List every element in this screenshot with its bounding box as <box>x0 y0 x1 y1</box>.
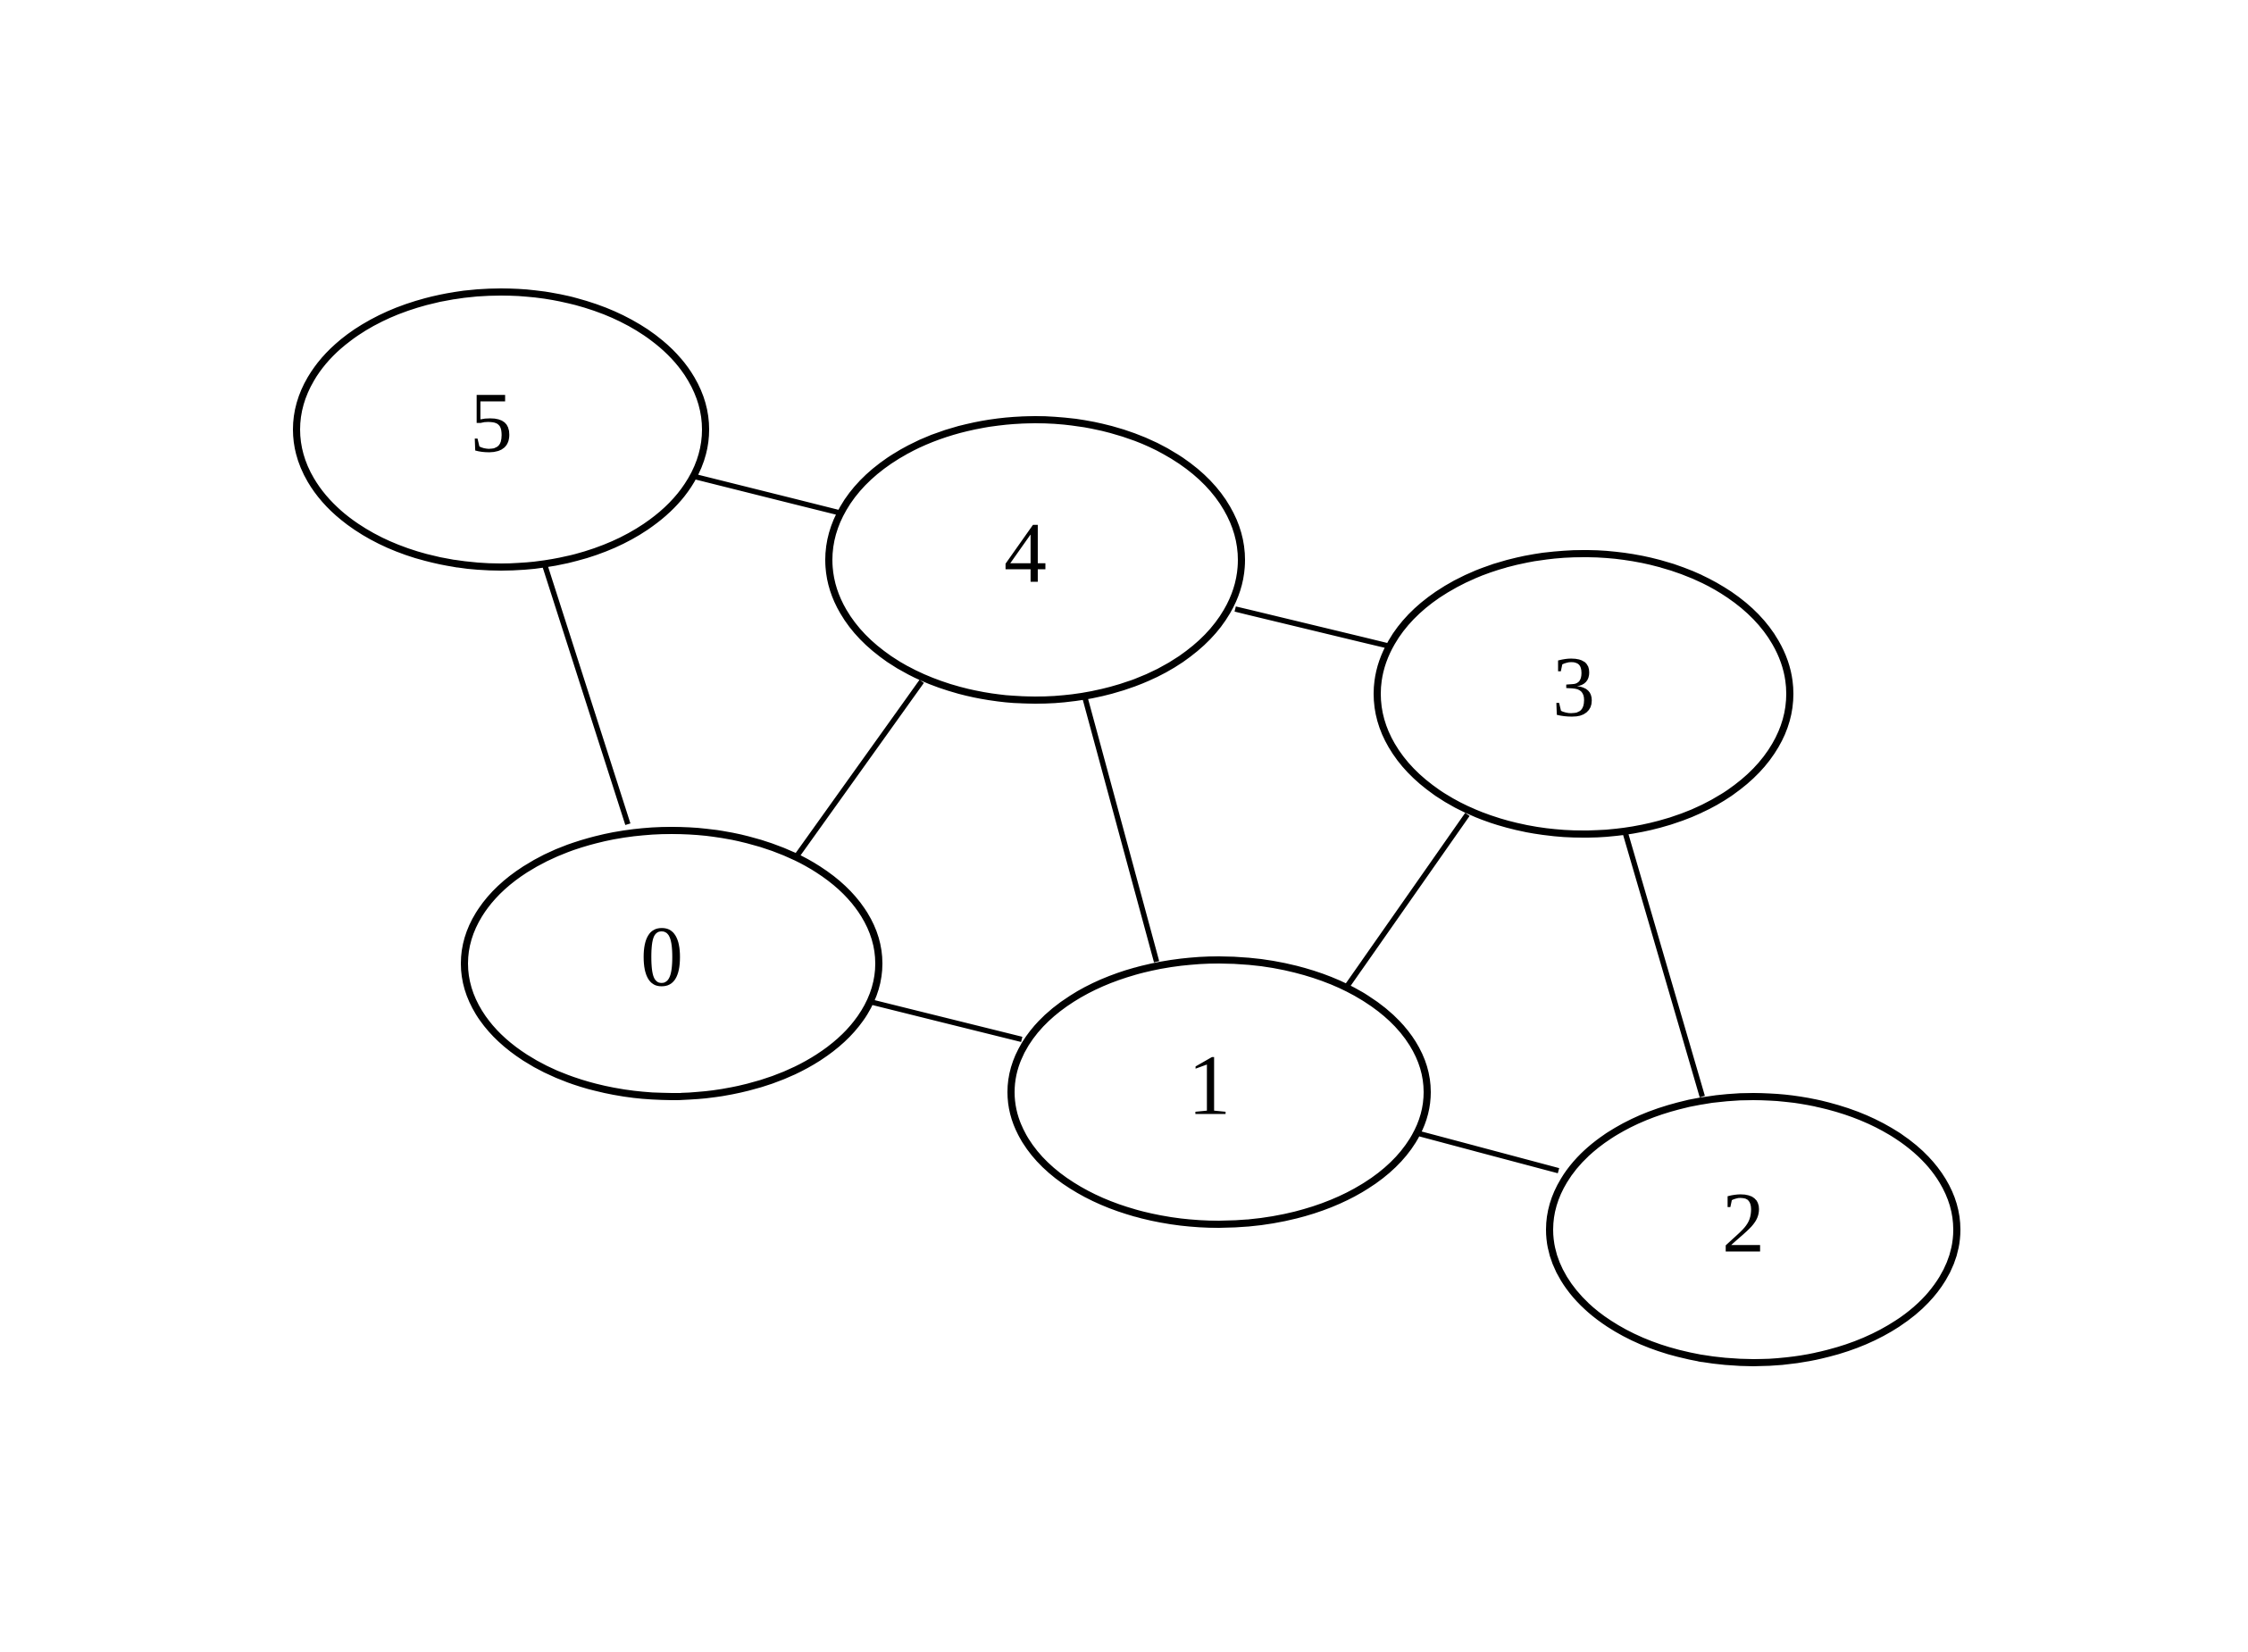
graph-edge-0-1 <box>863 997 1023 1042</box>
nodes-layer: 0 1 2 3 4 5 <box>293 288 1960 1366</box>
node-ellipse-2[interactable] <box>1546 1093 1960 1366</box>
graph-edge-4-3 <box>1234 606 1388 648</box>
graph-node-3[interactable]: 3 <box>1374 550 1793 838</box>
graph-edge-5-0 <box>542 564 631 825</box>
node-label-2: 2 <box>1722 1175 1765 1271</box>
graph-edge-5-4 <box>691 473 843 516</box>
graph-node-2[interactable]: 2 <box>1546 1093 1960 1366</box>
graph-edge-3-1 <box>1340 813 1470 995</box>
node-label-4: 4 <box>1004 505 1047 601</box>
node-ellipse-5[interactable] <box>293 288 709 571</box>
graph-node-1[interactable]: 1 <box>1007 956 1431 1228</box>
node-ellipse-1[interactable] <box>1007 956 1431 1228</box>
graph-edge-3-2 <box>1622 830 1705 1097</box>
node-label-1: 1 <box>1188 1038 1231 1133</box>
graph-node-0[interactable]: 0 <box>461 827 882 1100</box>
node-label-5: 5 <box>470 375 513 471</box>
graph-node-5[interactable]: 5 <box>293 288 709 571</box>
edges-layer <box>542 473 1705 1173</box>
node-ellipse-4[interactable] <box>825 416 1245 704</box>
graph-edge-4-1 <box>1082 697 1159 963</box>
graph-edge-1-2 <box>1407 1128 1559 1173</box>
node-ellipse-3[interactable] <box>1374 550 1793 838</box>
graph-node-4[interactable]: 4 <box>825 416 1245 704</box>
node-label-0: 0 <box>640 909 683 1005</box>
node-label-3: 3 <box>1552 639 1595 735</box>
node-ellipse-0[interactable] <box>461 827 882 1100</box>
graph-edge-4-0 <box>791 680 924 862</box>
